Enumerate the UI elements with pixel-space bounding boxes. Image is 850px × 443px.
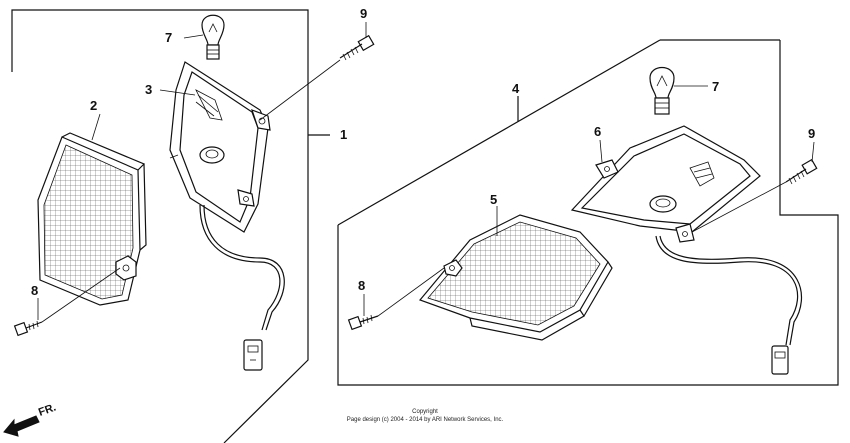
- callout-9-right: 9: [808, 126, 815, 141]
- left-bulb: [201, 14, 225, 60]
- callout-1: 1: [340, 127, 347, 142]
- callout-4: 4: [512, 81, 520, 96]
- callout-2: 2: [90, 98, 97, 113]
- arrow-icon: [3, 415, 40, 437]
- copyright-line-1: Copyright: [412, 409, 438, 415]
- right-assembly-frame: [337, 39, 839, 386]
- left-wire: [199, 204, 285, 371]
- callout-3: 3: [145, 82, 152, 97]
- callout-5: 5: [490, 192, 497, 207]
- right-bulb: [649, 66, 675, 115]
- callout-7-right: 7: [712, 79, 719, 94]
- left-housing: [169, 61, 271, 233]
- right-screw-9: [785, 158, 818, 185]
- right-wire: [655, 235, 802, 375]
- left-screw-8: [13, 320, 43, 337]
- right-leaders: [363, 85, 815, 317]
- left-assembly-frame: [11, 9, 330, 443]
- callout-8-left: 8: [31, 283, 38, 298]
- callout-7-left: 7: [165, 30, 172, 45]
- left-lens: [37, 132, 147, 306]
- left-leaders: [37, 22, 367, 323]
- front-direction-arrow: FR.: [3, 401, 58, 437]
- left-screw-9: [339, 34, 375, 61]
- right-lens: [418, 214, 613, 341]
- callout-8-right: 8: [358, 278, 365, 293]
- right-screw-8: [347, 314, 379, 331]
- copyright-line-2: Page design (c) 2004 - 2014 by ARI Netwo…: [347, 417, 504, 423]
- callout-6: 6: [594, 124, 601, 139]
- front-label: FR.: [37, 401, 58, 418]
- right-housing: [570, 125, 761, 243]
- callout-9-left: 9: [360, 6, 367, 21]
